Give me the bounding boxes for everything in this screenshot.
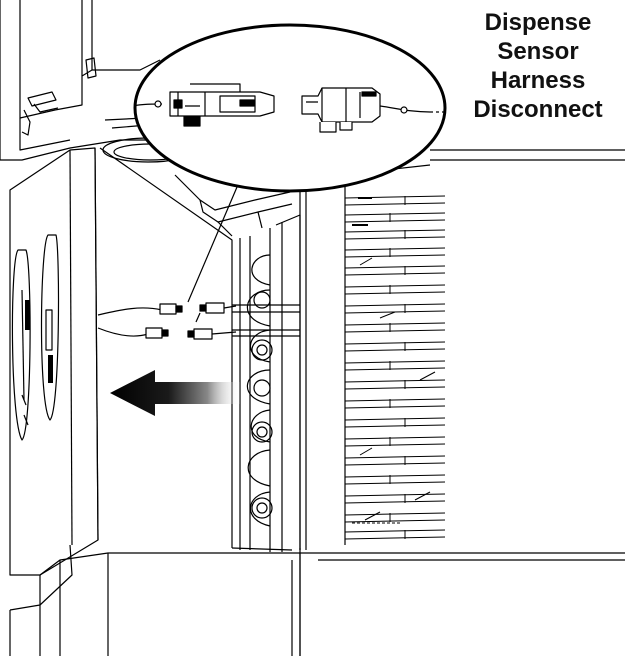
callout-line-3: Harness [490, 67, 586, 94]
callout-title: Dispense Sensor Harness Disconnect [458, 8, 618, 124]
ceiling-band [174, 149, 625, 237]
lower-cabinet [9, 548, 625, 656]
left-door [9, 147, 99, 611]
callout-line-1: Dispense [484, 9, 592, 36]
harness-connectors [97, 302, 237, 340]
auger-coils [246, 254, 273, 527]
callout-leader-line [187, 179, 241, 303]
callout-line-2: Sensor [497, 38, 579, 65]
product-shelves [299, 164, 446, 550]
callout-line-4: Disconnect [473, 96, 603, 123]
connector-detail-bubble [133, 23, 447, 193]
disconnect-arrow [110, 370, 240, 416]
dispenser-bay [99, 147, 301, 552]
